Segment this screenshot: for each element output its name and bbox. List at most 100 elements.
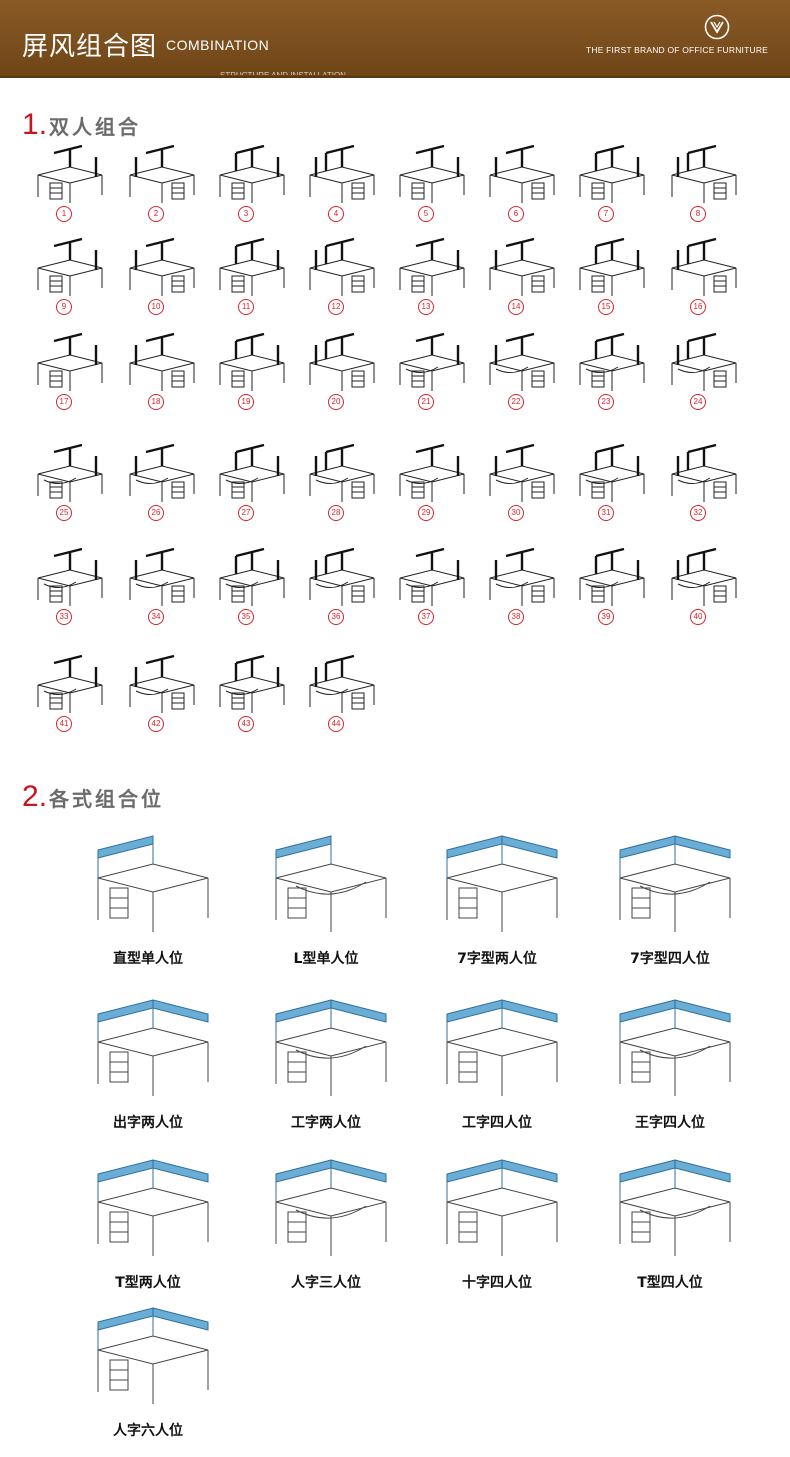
workstation-drawing bbox=[37, 655, 103, 713]
workstation-drawing bbox=[219, 548, 285, 606]
combo-type-9: T型两人位 bbox=[58, 1152, 238, 1297]
combo-type-13: 人字六人位 bbox=[58, 1300, 238, 1445]
workstation-number: 13 bbox=[418, 299, 434, 315]
workstation-7: 7 bbox=[572, 145, 652, 235]
combo-drawing bbox=[619, 1159, 731, 1256]
combo-type-1: 直型单人位 bbox=[58, 828, 238, 973]
combo-type-12: T型四人位 bbox=[580, 1152, 760, 1297]
workstation-drawing bbox=[219, 238, 285, 296]
workstation-number: 31 bbox=[598, 505, 614, 521]
section2-number: 2 bbox=[22, 780, 39, 813]
section1-title: 双人组合 bbox=[49, 115, 142, 139]
ghost-text: STRUCTURE AND INSTALLATION bbox=[220, 72, 470, 75]
workstation-34: 34 bbox=[122, 548, 202, 638]
workstation-number: 36 bbox=[328, 609, 344, 625]
brand-slogan: THE FIRST BRAND OF OFFICE FURNITURE bbox=[586, 45, 769, 55]
combo-label: 王字四人位 bbox=[635, 1115, 705, 1131]
workstation-5: 5 bbox=[392, 145, 472, 235]
workstation-number: 23 bbox=[598, 394, 614, 410]
workstation-drawing bbox=[399, 333, 465, 391]
v-circle-logo-icon bbox=[704, 14, 730, 40]
workstation-6: 6 bbox=[482, 145, 562, 235]
workstation-drawing bbox=[219, 655, 285, 713]
workstation-19: 19 bbox=[212, 333, 292, 423]
combo-drawing bbox=[446, 999, 558, 1096]
workstation-28: 28 bbox=[302, 444, 382, 534]
workstation-35: 35 bbox=[212, 548, 292, 638]
workstation-number: 32 bbox=[690, 505, 706, 521]
workstation-2: 2 bbox=[122, 145, 202, 235]
combo-type-3: 7字型两人位 bbox=[407, 828, 587, 973]
workstation-drawing bbox=[129, 444, 195, 502]
workstation-drawing bbox=[309, 548, 375, 606]
combo-type-11: 十字四人位 bbox=[407, 1152, 587, 1297]
combo-drawing bbox=[97, 835, 209, 932]
workstation-number: 10 bbox=[148, 299, 164, 315]
workstation-number: 2 bbox=[148, 206, 164, 222]
workstation-number: 9 bbox=[56, 299, 72, 315]
combo-drawing bbox=[619, 835, 731, 932]
combo-type-5: 出字两人位 bbox=[58, 992, 238, 1137]
combo-type-8: 王字四人位 bbox=[580, 992, 760, 1137]
combo-type-7: 工字四人位 bbox=[407, 992, 587, 1137]
section2-dot: . bbox=[38, 780, 48, 813]
workstation-number: 28 bbox=[328, 505, 344, 521]
combo-type-10: 人字三人位 bbox=[236, 1152, 416, 1297]
workstation-number: 21 bbox=[418, 394, 434, 410]
workstation-drawing bbox=[37, 548, 103, 606]
workstation-drawing bbox=[309, 655, 375, 713]
workstation-number: 24 bbox=[690, 394, 706, 410]
workstation-number: 7 bbox=[598, 206, 614, 222]
workstation-drawing bbox=[489, 145, 555, 203]
workstation-number: 33 bbox=[56, 609, 72, 625]
workstation-number: 29 bbox=[418, 505, 434, 521]
workstation-24: 24 bbox=[664, 333, 744, 423]
workstation-drawing bbox=[219, 333, 285, 391]
workstation-number: 42 bbox=[148, 716, 164, 732]
workstation-42: 42 bbox=[122, 655, 202, 745]
workstation-number: 34 bbox=[148, 609, 164, 625]
combo-label: 出字两人位 bbox=[113, 1115, 183, 1131]
workstation-16: 16 bbox=[664, 238, 744, 328]
workstation-40: 40 bbox=[664, 548, 744, 638]
workstation-26: 26 bbox=[122, 444, 202, 534]
workstation-38: 38 bbox=[482, 548, 562, 638]
workstation-drawing bbox=[579, 333, 645, 391]
workstation-drawing bbox=[399, 548, 465, 606]
workstation-number: 20 bbox=[328, 394, 344, 410]
workstation-drawing bbox=[309, 238, 375, 296]
workstation-drawing bbox=[579, 145, 645, 203]
workstation-drawing bbox=[129, 548, 195, 606]
workstation-number: 44 bbox=[328, 716, 344, 732]
workstation-drawing bbox=[489, 444, 555, 502]
combo-label: 7字型四人位 bbox=[630, 951, 710, 967]
workstation-44: 44 bbox=[302, 655, 382, 745]
workstation-number: 1 bbox=[56, 206, 72, 222]
workstation-8: 8 bbox=[664, 145, 744, 235]
workstation-drawing bbox=[399, 238, 465, 296]
workstation-drawing bbox=[671, 238, 737, 296]
workstation-drawing bbox=[129, 333, 195, 391]
workstation-43: 43 bbox=[212, 655, 292, 745]
workstation-12: 12 bbox=[302, 238, 382, 328]
section2-title: 各式组合位 bbox=[49, 787, 165, 811]
workstation-number: 38 bbox=[508, 609, 524, 625]
workstation-drawing bbox=[671, 548, 737, 606]
workstation-number: 12 bbox=[328, 299, 344, 315]
workstation-27: 27 bbox=[212, 444, 292, 534]
combo-drawing bbox=[97, 1159, 209, 1256]
combo-label: 直型单人位 bbox=[113, 951, 183, 967]
combo-drawing bbox=[275, 1159, 387, 1256]
workstation-drawing bbox=[37, 333, 103, 391]
workstation-number: 39 bbox=[598, 609, 614, 625]
workstation-13: 13 bbox=[392, 238, 472, 328]
workstation-drawing bbox=[129, 238, 195, 296]
workstation-number: 4 bbox=[328, 206, 344, 222]
combo-drawing bbox=[275, 999, 387, 1096]
combo-label: T型四人位 bbox=[637, 1275, 703, 1291]
combo-label: 工字两人位 bbox=[291, 1115, 361, 1131]
section1-dot: . bbox=[38, 108, 48, 141]
workstation-drawing bbox=[37, 238, 103, 296]
combo-type-6: 工字两人位 bbox=[236, 992, 416, 1137]
workstation-number: 8 bbox=[690, 206, 706, 222]
